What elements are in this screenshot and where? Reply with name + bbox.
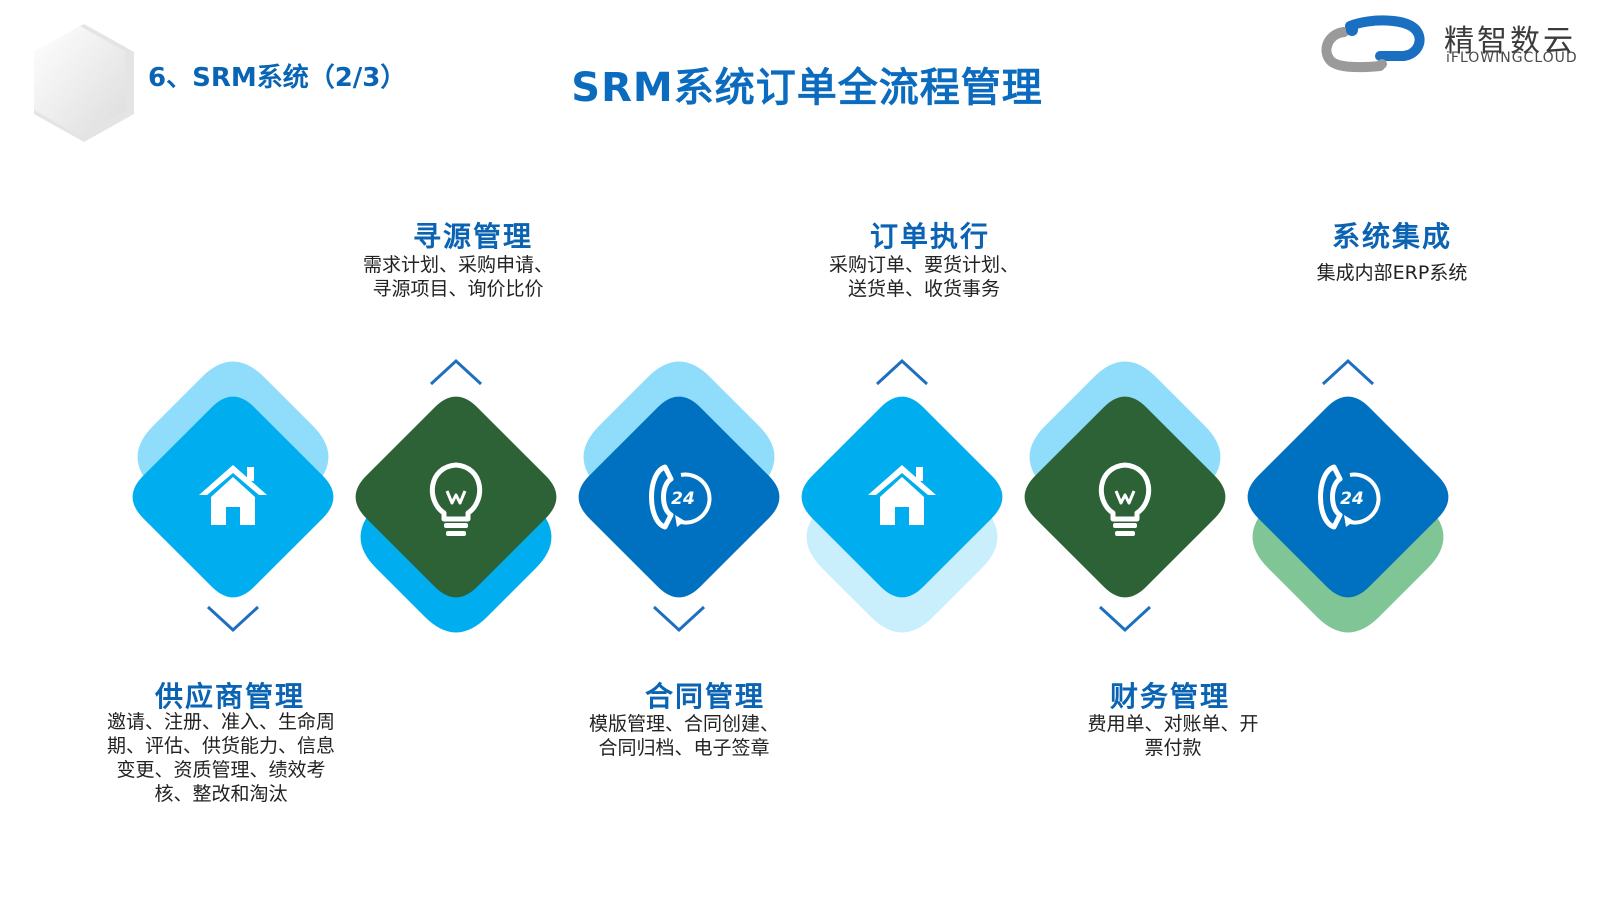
- step-title-sourcing: 寻源管理: [412, 220, 533, 253]
- house-icon: [868, 465, 936, 525]
- step-desc-sourcing: 需求计划、采购申请、寻源项目、询价比价: [362, 254, 553, 300]
- step-desc-supplier: 邀请、注册、准入、生命周期、评估、供货能力、信息变更、资质管理、绩效考核、整改和…: [106, 711, 335, 805]
- logo-name-cn: 精智数云: [1444, 24, 1576, 59]
- company-logo: 精智数云 iFLOWINGCLOUD: [1320, 6, 1608, 82]
- lightbulb-icon: [429, 462, 483, 536]
- svg-text:24: 24: [671, 489, 695, 509]
- step-desc-finance: 费用单、对账单、开票付款: [1087, 713, 1259, 759]
- step-title-integration: 系统集成: [1331, 220, 1452, 253]
- hexagon-decoration: [22, 22, 146, 146]
- section-title: 6、SRM系统（2/3）: [148, 63, 407, 93]
- step-title-finance: 财务管理: [1109, 680, 1230, 713]
- step-title-supplier: 供应商管理: [154, 680, 305, 713]
- chevron-up-icon: [1321, 358, 1375, 386]
- chevron-up-icon: [429, 358, 483, 386]
- step-desc-order: 采购订单、要货计划、送货单、收货事务: [828, 254, 1019, 300]
- svg-text:24: 24: [1340, 489, 1364, 509]
- house-icon: [199, 465, 267, 525]
- phone-24-icon: 24: [1318, 464, 1381, 530]
- chevron-down-icon: [206, 605, 260, 633]
- step-desc-integration: 集成内部ERP系统: [1316, 262, 1468, 284]
- chevron-down-icon: [1098, 605, 1152, 633]
- step-title-contract: 合同管理: [644, 680, 765, 713]
- step-desc-contract: 模版管理、合同创建、合同归档、电子签章: [588, 713, 779, 759]
- logo-name-en: iFLOWINGCLOUD: [1446, 50, 1578, 66]
- chevron-down-icon: [652, 605, 706, 633]
- phone-24-icon: 24: [649, 464, 712, 530]
- lightbulb-icon: [1098, 462, 1152, 536]
- step-title-order: 订单执行: [869, 220, 990, 253]
- page-title: SRM系统订单全流程管理: [571, 65, 1043, 111]
- step-diamond: [578, 396, 780, 598]
- chevron-up-icon: [875, 358, 929, 386]
- cloud-logo-icon: [1321, 15, 1425, 73]
- step-diamond: [1247, 396, 1449, 598]
